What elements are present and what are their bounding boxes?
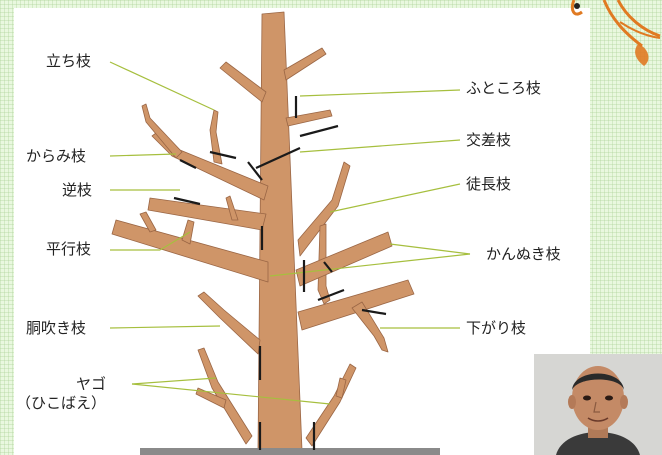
label-kosa-eda: 交差枝 <box>466 131 512 149</box>
branch <box>209 109 223 165</box>
branch <box>147 197 267 231</box>
ground <box>140 448 440 455</box>
branch <box>335 377 347 399</box>
diagram-panel: 立ち枝 からみ枝 逆枝 平行枝 胴吹き枝 ヤゴ （ひこばえ） ふところ枝 交差枝… <box>14 8 590 455</box>
branch <box>283 47 327 81</box>
branch <box>181 219 195 245</box>
tree <box>111 11 415 451</box>
branch <box>141 103 183 159</box>
trunk <box>257 11 303 451</box>
label-hikobae: （ひこばえ） <box>16 394 107 412</box>
label-tocho-eda: 徒長枝 <box>466 175 512 193</box>
branch <box>351 301 389 353</box>
cut-marks <box>173 96 387 450</box>
label-heiko-eda: 平行枝 <box>46 240 92 258</box>
branch <box>225 195 239 221</box>
branch <box>139 211 157 233</box>
branch <box>111 219 269 283</box>
branch <box>197 291 261 355</box>
label-kannuki-eda: かんぬき枝 <box>486 245 561 263</box>
label-dobuki-eda: 胴吹き枝 <box>26 319 87 337</box>
branch <box>297 279 415 331</box>
branch <box>197 347 253 445</box>
label-karami-eda: からみ枝 <box>26 147 87 165</box>
label-saka-eda: 逆枝 <box>62 181 93 199</box>
presenter-photo <box>534 354 662 455</box>
branch <box>285 109 333 127</box>
label-sagari-eda: 下がり枝 <box>466 319 527 337</box>
corner-decoration <box>570 0 661 66</box>
label-tachi-eda: 立ち枝 <box>46 52 92 70</box>
branch <box>297 161 351 257</box>
label-futokoro-eda: ふところ枝 <box>466 79 542 97</box>
label-yago: ヤゴ <box>76 375 107 393</box>
tree-pruning-diagram <box>109 11 471 455</box>
branch <box>295 231 393 287</box>
branch <box>219 61 267 103</box>
